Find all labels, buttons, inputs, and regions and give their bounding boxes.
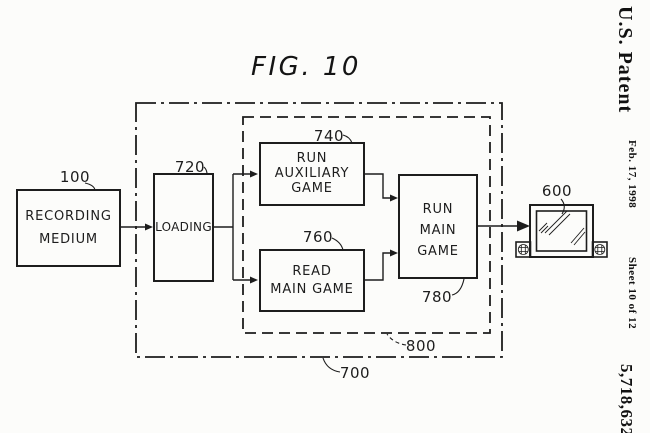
connectors [120,170,530,284]
ref-760: 760 [303,228,333,246]
recording-medium-label-line1: RECORDING [25,209,111,224]
loading-label: LOADING [155,220,212,234]
patent-sheet-number: Sheet 10 of 12 [626,257,638,330]
arrow-head-monitor [517,220,530,232]
block-run-auxiliary-game: RUN AUXILIARY GAME 740 [259,127,365,206]
ref-700-leader [322,357,341,373]
ref-600: 600 [542,182,572,200]
connector-aux-to-runmain [364,173,391,199]
run-main-game-line2: MAIN [420,223,457,238]
recording-medium-label-line2: MEDIUM [39,232,98,247]
monitor-speaker-right [591,241,608,258]
recording-medium-box [16,189,121,267]
run-main-game-line1: RUN [423,202,454,217]
ref-700: 700 [340,364,370,382]
arrow-head-runmain-bottom [390,249,398,257]
read-main-game-box [259,249,365,312]
figure-title: FIG. 10 [251,52,361,82]
patent-title: U.S. Patent [614,6,636,114]
ref-780: 780 [422,288,452,306]
ref-740-leader [342,134,353,144]
ref-100-leader [84,182,96,191]
container-labels: 800 700 [322,333,436,382]
ref-760-leader [331,237,344,251]
arrow-head-loading [145,223,153,231]
monitor-body [529,204,594,258]
ref-800: 800 [406,337,436,355]
ref-720: 720 [175,158,205,176]
ref-740: 740 [314,127,344,145]
monitor: 600 [515,182,608,258]
read-main-game-line1: READ [292,264,331,279]
boundary-800-box [242,116,491,334]
block-run-main-game: RUN MAIN GAME 780 [398,174,478,306]
patent-publication-number: 5,718,632 [617,364,636,433]
run-auxiliary-game-line2: AUXILIARY [275,166,349,181]
arrow-head-read-main [250,276,258,284]
run-auxiliary-game-line1: RUN [297,151,328,166]
connector-read-to-runmain [364,252,391,281]
block-read-main-game: READ MAIN GAME 760 [259,228,365,312]
ref-600-leader [560,198,565,215]
monitor-screen [535,210,588,252]
block-recording-medium: RECORDING MEDIUM 100 [16,168,121,267]
ref-780-leader [451,278,465,296]
ref-800-leader [386,333,407,346]
read-main-game-line2: MAIN GAME [270,282,353,297]
monitor-screen-glare [538,210,586,246]
patent-date: Feb. 17, 1998 [626,140,638,209]
run-auxiliary-game-line3: GAME [291,181,333,196]
connector-loading-branch [213,173,251,281]
arrow-head-runmain-top [390,194,398,202]
boundary-700-box [135,102,503,358]
run-main-game-line3: GAME [417,244,459,259]
ref-100: 100 [60,168,90,186]
monitor-speaker-left [515,241,532,258]
ref-720-leader [203,166,208,175]
arrow-head-run-auxiliary [250,170,258,178]
block-loading: LOADING 720 [153,158,214,282]
